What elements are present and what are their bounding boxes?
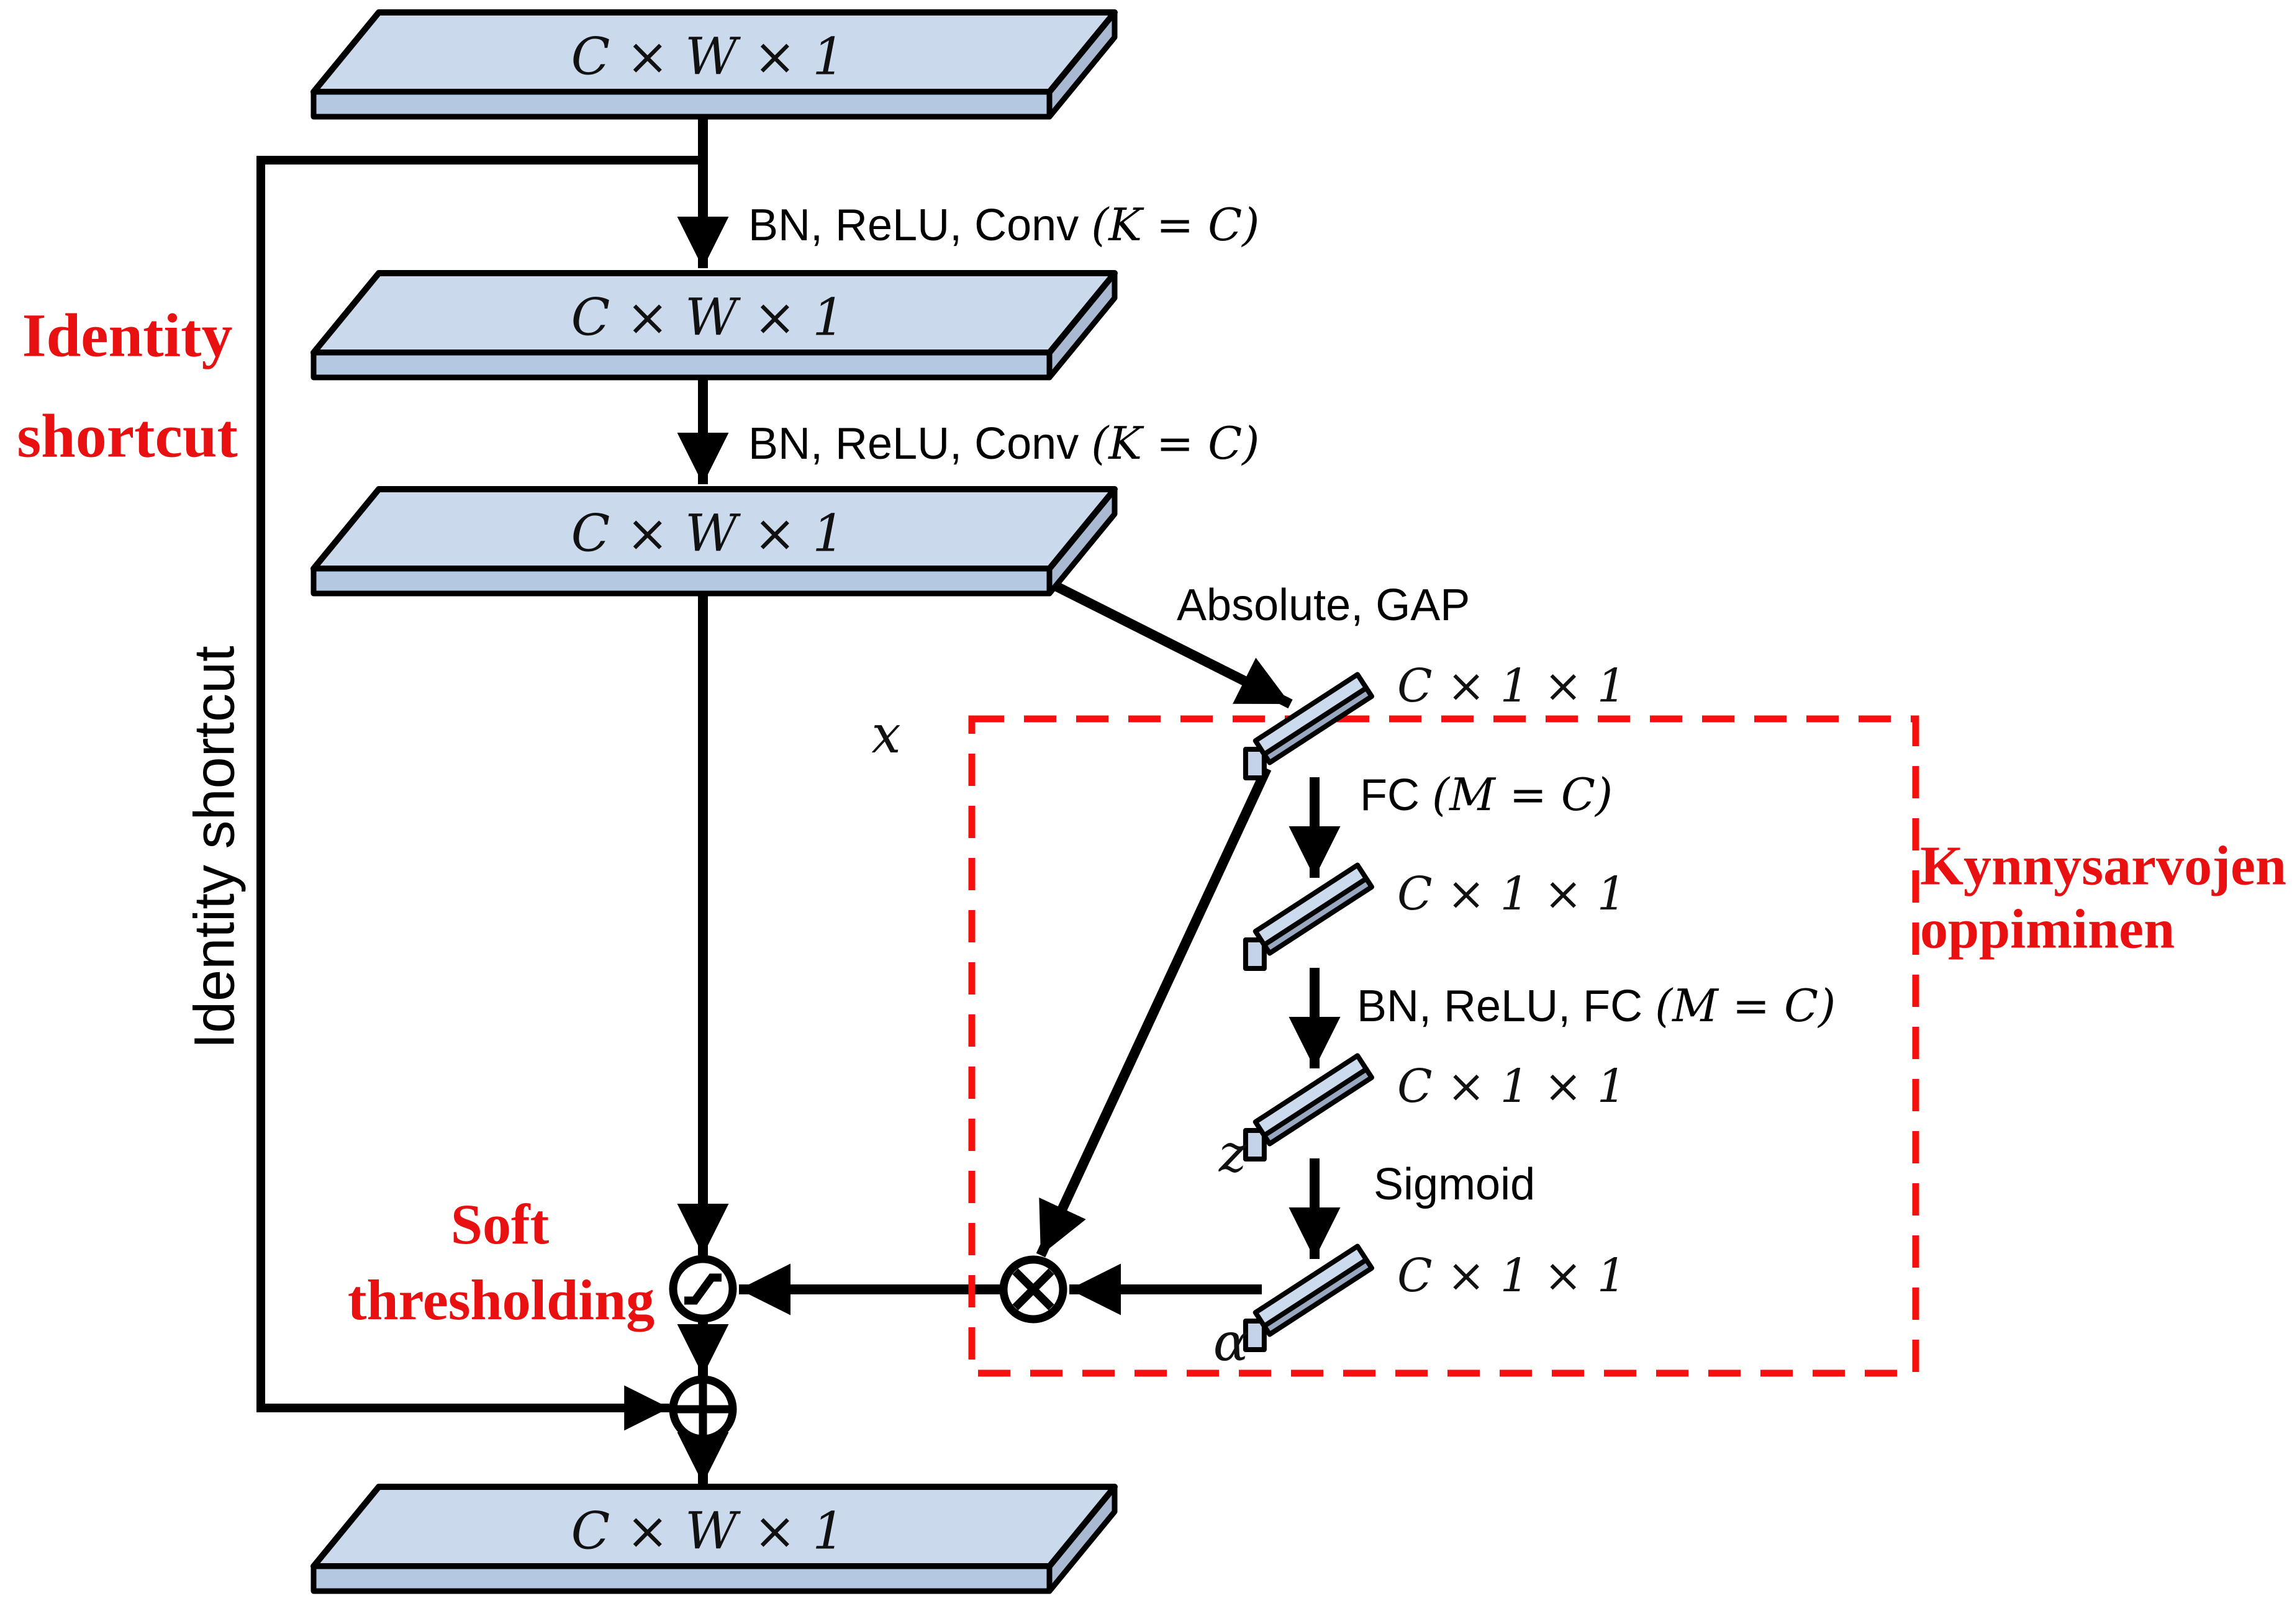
identity-shortcut-rotated-label: Identity shortcut — [183, 646, 247, 1049]
slab-front-face — [310, 566, 1053, 597]
vector-bar-z — [1231, 1055, 1377, 1167]
bn-relu-fc-label: BN, ReLU, FC (M = C) — [1357, 980, 1836, 1032]
sigmoid-label: Sigmoid — [1374, 1160, 1536, 1209]
bn-relu-fc-label-text: BN, ReLU, FC — [1357, 981, 1656, 1031]
fc-label: FC (M = C) — [1360, 769, 1613, 821]
soft-thresholding-label-line1: Soft — [450, 1193, 550, 1256]
identity-shortcut-title-line2: shortcut — [17, 401, 238, 471]
bn-relu-fc-label-math: (M = C) — [1655, 980, 1836, 1032]
fc-label-math: (M = C) — [1431, 769, 1613, 821]
soft-thresholding-label-line2: thresholding — [347, 1268, 655, 1332]
slab-front-face — [310, 350, 1053, 381]
var-alpha-label: α — [1213, 1312, 1249, 1373]
threshold-box-label-line2: oppiminen — [1920, 898, 2175, 960]
conv1-label-math: (K = C) — [1091, 199, 1260, 251]
soft-threshold-curve-icon — [684, 1273, 722, 1305]
conv1-label: BN, ReLU, Conv (K = C) — [748, 199, 1259, 251]
threshold-learning-box — [968, 715, 1919, 1377]
arrow-gap-to-multiply — [1036, 766, 1272, 1258]
plus-icon — [676, 1382, 730, 1437]
vector-label-gap: C × 1 × 1 — [1397, 659, 1626, 713]
slab-label-conv1: C × W × 1 — [571, 288, 845, 348]
vector-label-z: C × 1 × 1 — [1397, 1060, 1626, 1113]
slab-front-face — [310, 89, 1053, 120]
conv2-label-text: BN, ReLU, Conv — [748, 419, 1092, 469]
slab-label-conv2: C × W × 1 — [571, 504, 845, 564]
conv2-label-math: (K = C) — [1091, 417, 1260, 469]
fc-label-text: FC — [1360, 770, 1432, 820]
multiply-node — [999, 1255, 1067, 1324]
feature-map-slab-conv1 — [310, 270, 1118, 381]
identity-shortcut-wire — [256, 156, 703, 1431]
threshold-box-label-line1: Kynnysarvojen — [1920, 835, 2287, 897]
conv1-label-text: BN, ReLU, Conv — [748, 201, 1092, 250]
vector-label-fc: C × 1 × 1 — [1397, 867, 1626, 921]
feature-map-slab-conv2 — [310, 486, 1118, 597]
absolute-gap-label: Absolute, GAP — [1177, 580, 1470, 630]
multiply-icon — [1012, 1268, 1054, 1310]
slab-label-output: C × W × 1 — [571, 1502, 845, 1561]
add-node — [669, 1375, 737, 1443]
vector-label-alpha: C × 1 × 1 — [1397, 1249, 1626, 1302]
arrow-absolute-gap — [1053, 581, 1293, 709]
conv2-label: BN, ReLU, Conv (K = C) — [748, 417, 1259, 469]
slab-front-face — [310, 1563, 1053, 1594]
vector-bar-alpha — [1231, 1246, 1377, 1358]
soft-threshold-node — [669, 1255, 737, 1323]
vector-bar-gap — [1231, 674, 1377, 786]
identity-shortcut-title-line1: Identity — [22, 300, 233, 370]
feature-map-slab-input — [310, 9, 1118, 120]
feature-map-slab-output — [310, 1484, 1118, 1594]
vector-bar-fc — [1231, 865, 1377, 977]
slab-label-input: C × W × 1 — [571, 27, 845, 87]
var-x-label: x — [871, 704, 901, 765]
var-z-label: z — [1218, 1123, 1247, 1184]
